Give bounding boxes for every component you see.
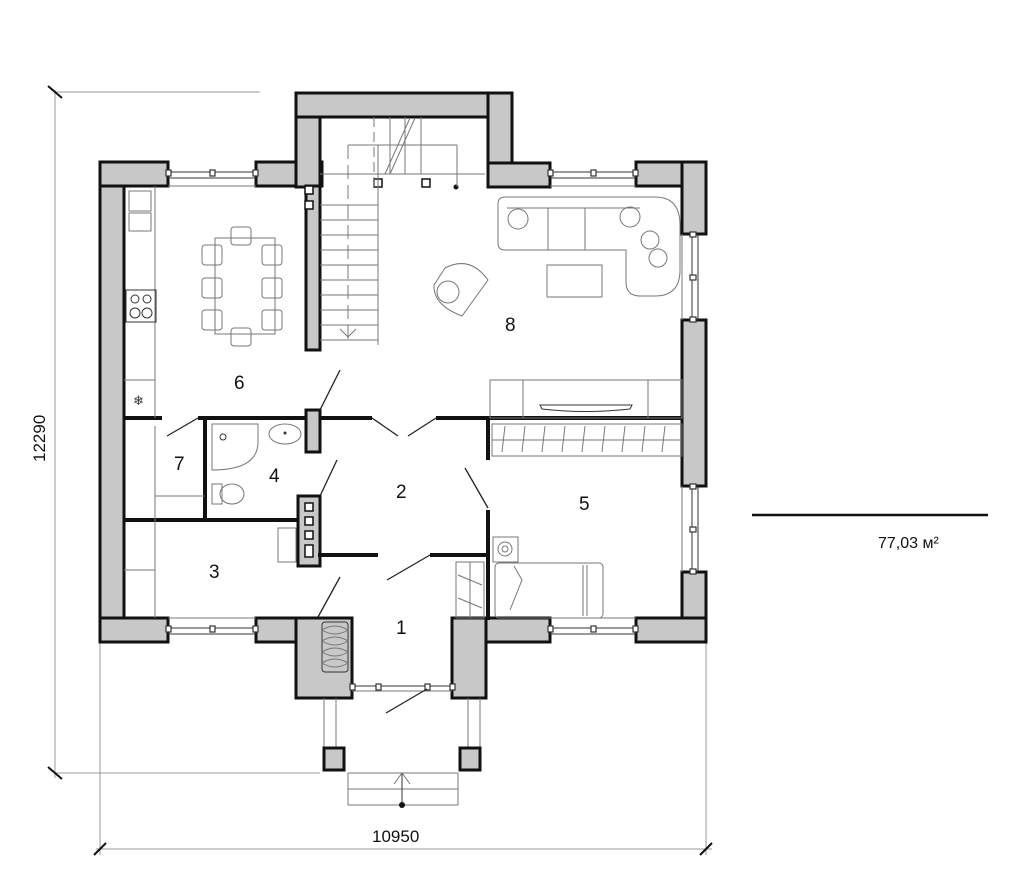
room-label-8: 8 xyxy=(505,315,516,336)
room-label-1: 1 xyxy=(396,618,407,639)
misc-fixtures xyxy=(124,426,485,673)
kitchen-furniture: ❄ xyxy=(124,186,283,418)
room-labels: 1 2 3 4 5 6 7 8 xyxy=(174,315,590,639)
exterior-walls xyxy=(98,91,708,700)
dimension-lines xyxy=(47,85,988,856)
width-dimension-label: 10950 xyxy=(372,827,419,846)
room-label-4: 4 xyxy=(269,466,280,487)
staircase xyxy=(320,117,485,345)
refrigerator-icon: ❄ xyxy=(133,393,144,408)
windows xyxy=(165,169,699,714)
room-label-7: 7 xyxy=(174,454,185,475)
total-area-label: 77,03 м² xyxy=(878,535,939,552)
room-label-5: 5 xyxy=(579,494,590,515)
height-dimension-label: 12290 xyxy=(30,415,49,462)
room-label-6: 6 xyxy=(234,373,245,394)
bedroom-furniture xyxy=(491,423,683,619)
room-label-3: 3 xyxy=(209,562,220,583)
bathroom-fixtures xyxy=(211,423,302,505)
living-room-furniture xyxy=(433,196,683,419)
door-swings xyxy=(166,369,489,618)
porch xyxy=(322,698,482,808)
room-label-2: 2 xyxy=(396,482,407,503)
